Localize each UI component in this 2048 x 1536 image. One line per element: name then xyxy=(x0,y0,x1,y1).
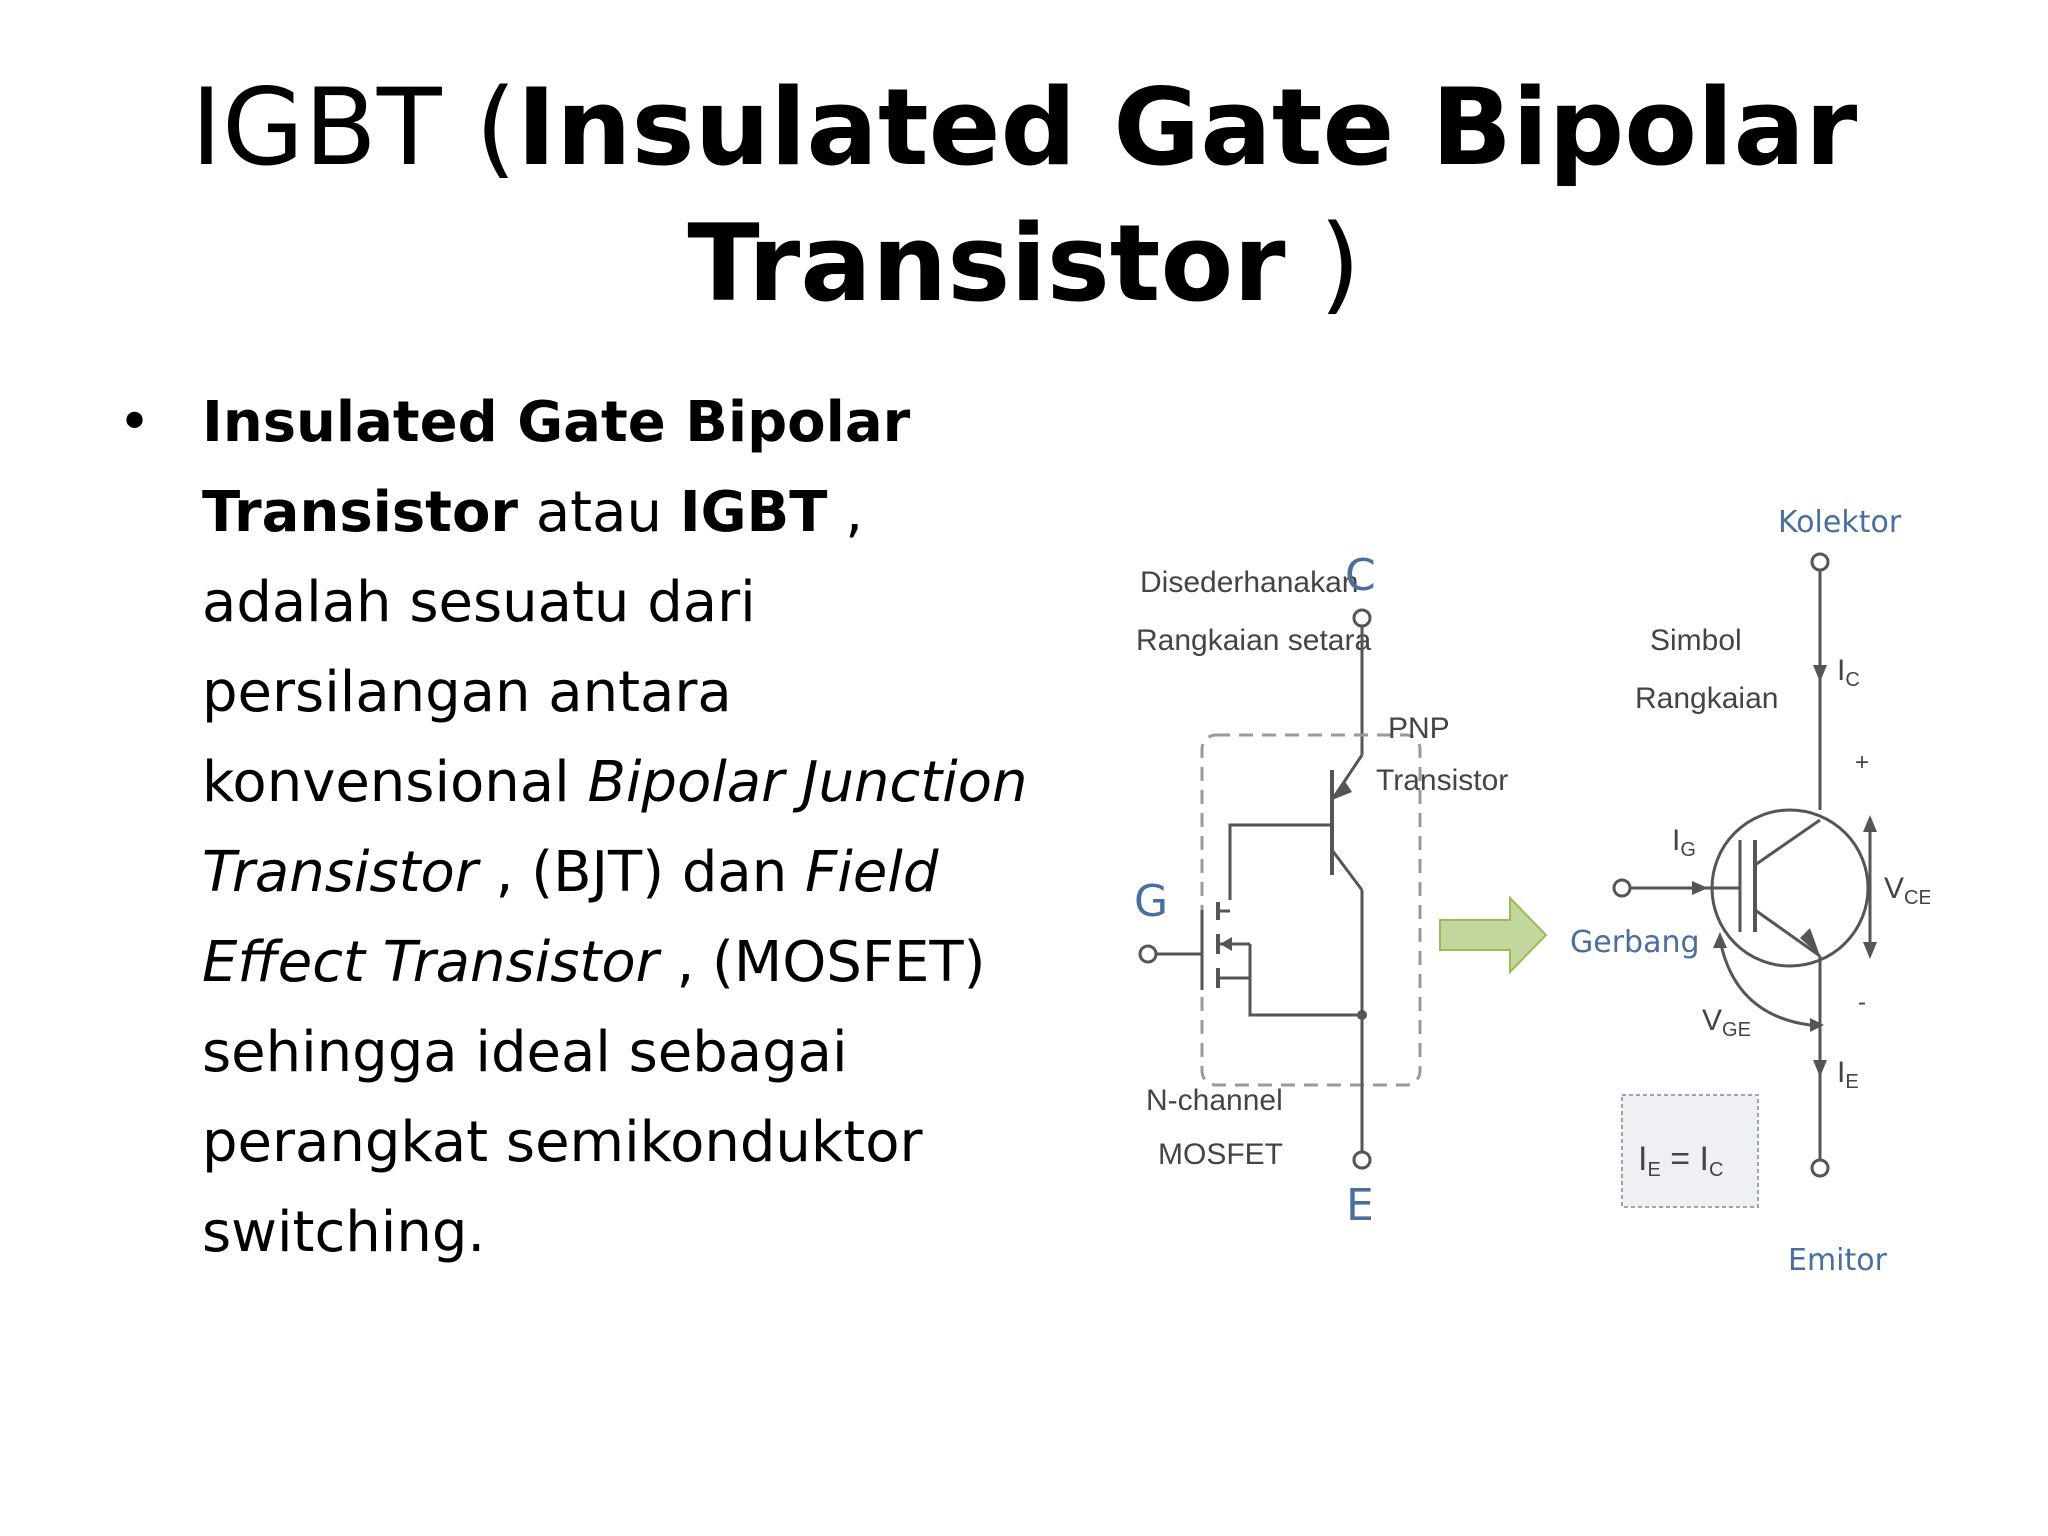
vce-minus: - xyxy=(1858,989,1866,1016)
bullet-bold-1: Insulated Gate Bipolar Transistor xyxy=(202,390,911,545)
bullet-text: Insulated Gate Bipolar Transistor atau I… xyxy=(202,378,1032,1278)
symbol-label-line1: Simbol xyxy=(1650,624,1742,657)
title-suffix: ) xyxy=(1285,202,1361,325)
mosfet-label-line1: N-channel xyxy=(1146,1084,1283,1117)
mosfet-source-wire xyxy=(1218,976,1362,1017)
igbt-diagram: Disederhanakan Rangkaian setara C PNP Tr… xyxy=(1110,470,1930,1290)
ie-label-main: I xyxy=(1837,1056,1845,1089)
gerbang-label: Gerbang xyxy=(1570,925,1700,960)
pnp-label-line2: Transistor xyxy=(1376,764,1508,797)
equation-text: IE = IC xyxy=(1638,1140,1723,1181)
kolektor-terminal xyxy=(1810,552,1830,572)
mosfet-arrow xyxy=(1220,937,1232,951)
vce-label-sub: CE xyxy=(1904,887,1930,909)
c-label: C xyxy=(1345,550,1376,601)
bullet-text-2: atau xyxy=(518,480,680,545)
eq-mid: = xyxy=(1661,1140,1700,1178)
vce-arrow-down xyxy=(1863,942,1877,959)
ic-label-sub: C xyxy=(1845,669,1859,691)
ic-label-main: I xyxy=(1837,654,1845,687)
vge-arc xyxy=(1718,939,1811,1027)
ig-label: IG xyxy=(1672,824,1696,861)
bullet-marker: • xyxy=(118,390,152,455)
bullet-italic-2: Field Effect Transistor xyxy=(202,840,939,995)
slide-title: IGBT (Insulated Gate Bipolar Transistor … xyxy=(140,60,1908,332)
bullet-text-4: , adalah sesuatu dari persilangan antara… xyxy=(202,480,864,815)
ic-label: IC xyxy=(1837,654,1860,691)
vce-plus: + xyxy=(1855,749,1869,776)
ig-arrow xyxy=(1692,881,1708,895)
vge-label: VGE xyxy=(1702,1004,1751,1041)
pnp-label-line1: PNP xyxy=(1388,712,1450,745)
equiv-label-line1: Disederhanakan xyxy=(1140,566,1358,599)
vce-label: VCE xyxy=(1884,872,1930,909)
g-label: G xyxy=(1134,876,1168,927)
ie-label-sub: E xyxy=(1845,1071,1858,1093)
transform-arrow-icon xyxy=(1439,895,1548,975)
bullet-bold-2: IGBT xyxy=(679,480,828,545)
ig-label-main: I xyxy=(1672,824,1680,857)
kolektor-label: Kolektor xyxy=(1778,505,1902,540)
pnp-arrow xyxy=(1332,780,1352,800)
ie-arrow xyxy=(1813,1060,1827,1077)
bullet-text-8: , (MOSFET) sehingga ideal sebagai perang… xyxy=(202,930,986,1265)
pnp-collector-leg xyxy=(1330,849,1364,891)
title-bold: Insulated Gate Bipolar Transistor xyxy=(516,66,1858,325)
igbt-collector-leg xyxy=(1754,818,1821,867)
vge-label-sub: GE xyxy=(1722,1019,1751,1041)
ic-arrow xyxy=(1813,665,1827,682)
gate-terminal xyxy=(1138,944,1158,964)
equation-box xyxy=(1621,1094,1759,1208)
equiv-label-line2: Rangkaian setara xyxy=(1136,624,1371,657)
eq-rhs: I xyxy=(1700,1140,1709,1178)
eq-rhs-sub: C xyxy=(1709,1159,1723,1181)
base-wire xyxy=(1228,823,1332,900)
emitor-terminal xyxy=(1810,1158,1830,1178)
igbt-emitter-arrow xyxy=(1800,928,1820,956)
vge-label-main: V xyxy=(1702,1004,1722,1037)
ie-label: IE xyxy=(1837,1056,1859,1093)
symbol-label-line2: Rangkaian xyxy=(1635,682,1778,715)
ig-label-sub: G xyxy=(1680,839,1696,861)
mosfet-label-line2: MOSFET xyxy=(1158,1138,1283,1171)
emitter-terminal xyxy=(1352,1150,1372,1170)
eq-lhs-sub: E xyxy=(1647,1159,1660,1181)
bullet-italic-1: Bipolar Junction Transistor xyxy=(202,750,1028,905)
igbt-emitter-leg xyxy=(1754,908,1821,958)
eq-lhs: I xyxy=(1638,1140,1647,1178)
vce-label-main: V xyxy=(1884,872,1904,905)
e-label: E xyxy=(1346,1180,1374,1231)
igbt-diagram-svg: Disederhanakan Rangkaian setara C PNP Tr… xyxy=(1134,505,1930,1278)
emitor-label: Emitor xyxy=(1788,1243,1888,1278)
vge-arrow-up xyxy=(1713,932,1727,948)
gerbang-terminal xyxy=(1612,878,1632,898)
bullet-text-6: , (BJT) dan xyxy=(477,840,806,905)
vge-arrow xyxy=(1810,1018,1824,1032)
title-prefix: IGBT ( xyxy=(190,66,517,189)
vce-arrow-up xyxy=(1863,815,1877,832)
